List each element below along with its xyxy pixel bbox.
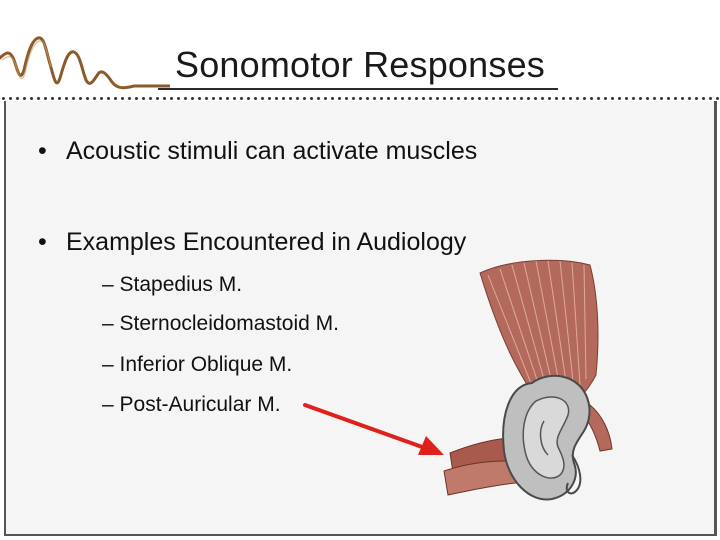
sub-list-item: – Post-Auricular M. bbox=[102, 393, 281, 416]
bullet-text: Examples Encountered in Audiology bbox=[66, 228, 467, 256]
bullet-item: • Acoustic stimuli can activate muscles bbox=[38, 137, 477, 166]
bullet-marker: • bbox=[38, 228, 47, 256]
dotted-divider bbox=[0, 96, 720, 101]
bullet-marker: • bbox=[38, 137, 47, 165]
bullet-text: Acoustic stimuli can activate muscles bbox=[66, 137, 478, 165]
sub-list-item: – Sternocleidomastoid M. bbox=[102, 312, 339, 335]
title-underline bbox=[158, 88, 558, 90]
sub-list-item: – Stapedius M. bbox=[102, 273, 243, 296]
ear-muscle-illustration-icon bbox=[443, 259, 613, 501]
bullet-item: • Examples Encountered in Audiology bbox=[38, 228, 466, 257]
waveform-decoration-icon bbox=[0, 36, 170, 90]
slide-title: Sonomotor Responses bbox=[174, 44, 545, 85]
sub-list-item: – Inferior Oblique M. bbox=[102, 353, 293, 376]
